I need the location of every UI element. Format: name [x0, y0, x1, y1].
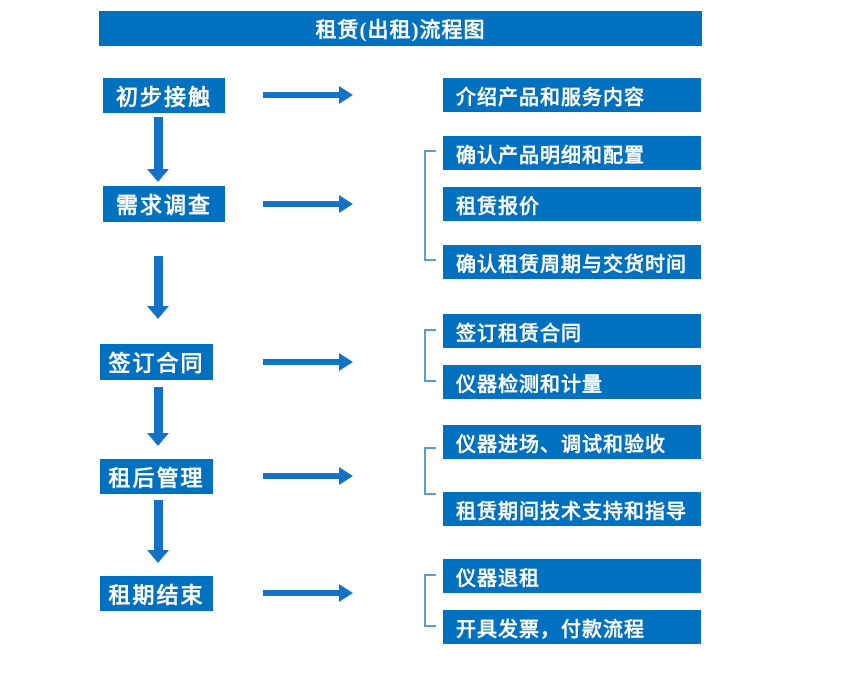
- output-box-introduce-products: 介绍产品和服务内容: [443, 78, 701, 112]
- output-box-instrument-inspection: 仪器检测和计量: [443, 365, 701, 399]
- right-arrow-2-icon: [263, 195, 353, 213]
- group-bracket-rental-end: [424, 574, 436, 627]
- output-box-confirm-product-details: 确认产品明细和配置: [443, 136, 701, 170]
- group-bracket-sign-contract: [424, 329, 436, 382]
- stage-box-rental-end: 租期结束: [100, 576, 213, 611]
- output-box-sign-rental-contract: 签订租赁合同: [443, 314, 701, 348]
- down-arrow-1-icon: [147, 117, 169, 182]
- flowchart-title: 租赁(出租)流程图: [99, 11, 702, 46]
- output-box-instrument-return: 仪器退租: [443, 559, 701, 593]
- down-arrow-2-icon: [147, 256, 169, 319]
- group-bracket-demand-survey: [424, 150, 436, 261]
- right-arrow-5-icon: [263, 584, 353, 602]
- right-arrow-3-icon: [263, 353, 353, 371]
- output-box-invoice-payment: 开具发票，付款流程: [443, 610, 701, 644]
- output-box-instrument-entry-debug: 仪器进场、调试和验收: [443, 425, 701, 459]
- output-box-confirm-rental-period: 确认租赁周期与交货时间: [443, 245, 701, 279]
- output-box-technical-support: 租赁期间技术支持和指导: [443, 492, 701, 526]
- right-arrow-4-icon: [263, 467, 353, 485]
- down-arrow-3-icon: [147, 387, 169, 446]
- down-arrow-4-icon: [147, 500, 169, 563]
- stage-box-initial-contact: 初步接触: [103, 78, 225, 113]
- right-arrow-1-icon: [263, 86, 353, 104]
- stage-box-demand-survey: 需求调查: [103, 186, 225, 222]
- stage-box-post-rental-management: 租后管理: [100, 459, 213, 494]
- output-box-rental-quotation: 租赁报价: [443, 187, 701, 221]
- stage-box-sign-contract: 签订合同: [100, 344, 213, 380]
- group-bracket-post-rental: [424, 447, 436, 495]
